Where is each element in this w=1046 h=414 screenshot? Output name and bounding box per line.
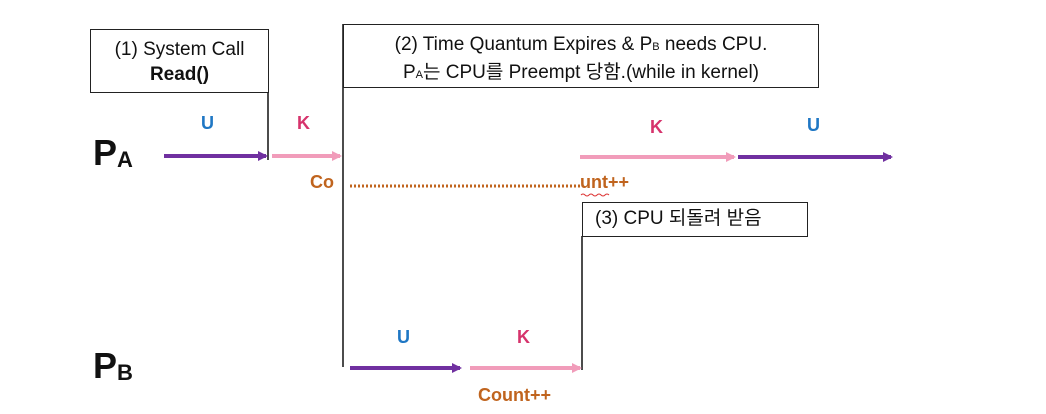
process-b-label: PB xyxy=(93,345,133,386)
pb-user-label: U xyxy=(397,327,410,347)
pa-kernel-label-1: K xyxy=(297,113,310,133)
pb-kernel-label: K xyxy=(517,327,530,347)
pa-count-start-label: Co xyxy=(310,172,334,192)
quantum-box-line2: PA는 CPU를 Preempt 당함.(while in kernel) xyxy=(402,62,760,83)
return-box: (3) CPU 되돌려 받음 xyxy=(582,202,808,237)
spellcheck-squiggle xyxy=(580,193,610,197)
pb-count-label: Count++ xyxy=(478,385,552,405)
syscall-box-function: Read() xyxy=(149,64,210,85)
pa-user-label-1: U xyxy=(201,113,214,133)
pa-user-label-2: U xyxy=(807,115,820,135)
pa-count-end-label: unt++ xyxy=(580,172,630,192)
syscall-box-title: (1) System Call xyxy=(114,39,245,60)
quantum-box: (2) Time Quantum Expires & PB needs CPU.… xyxy=(343,24,819,88)
return-box-title: (3) CPU 되돌려 받음 xyxy=(595,208,762,229)
syscall-box: (1) System Call Read() xyxy=(90,29,269,93)
quantum-box-line1: (2) Time Quantum Expires & PB needs CPU. xyxy=(394,34,768,55)
pa-kernel-label-2: K xyxy=(650,117,663,137)
process-a-label: PA xyxy=(93,132,133,173)
